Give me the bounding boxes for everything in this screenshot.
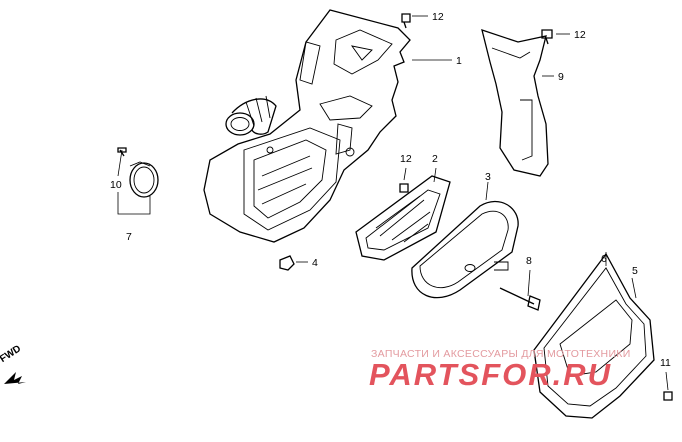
callout-2: 2 [432,153,438,165]
air-filter-element [355,175,451,261]
callout-10: 10 [110,179,122,191]
callout-1: 1 [456,55,462,67]
watermark-tagline: ЗАПЧАСТИ И АКСЕССУАРЫ ДЛЯ МОТОТЕХНИКИ [371,348,631,360]
callout-12-top: 12 [432,11,444,23]
bolt-12-top [401,13,411,29]
side-cover-plate [481,29,549,177]
forward-arrow-icon [4,372,26,384]
callout-6: 6 [601,253,607,265]
cover-bolt [499,287,541,311]
callout-9: 9 [558,71,564,83]
side-cover [533,252,655,419]
callout-5: 5 [632,265,638,277]
filter-cover [411,200,519,299]
callout-12-middle: 12 [400,153,412,165]
callout-labels: 12 12 1 9 12 2 3 10 7 4 8 6 5 11 [110,11,671,369]
callout-4: 4 [312,257,318,269]
bolt-12-middle [399,183,409,193]
watermark-brand: PARTSFOR.RU [369,357,613,392]
air-cleaner-case [203,9,411,243]
air-inlet-tube [225,95,277,136]
bolt-12-right [541,29,553,45]
callout-3: 3 [485,171,491,183]
callout-11: 11 [660,357,671,369]
callout-12-right: 12 [574,29,586,41]
callout-7: 7 [126,231,132,243]
bolt-11 [663,391,673,401]
leader-lines [117,15,669,391]
clamp-screw [117,147,127,157]
hose-clamp [129,161,159,198]
callout-8: 8 [526,255,532,267]
grommet [279,255,295,271]
